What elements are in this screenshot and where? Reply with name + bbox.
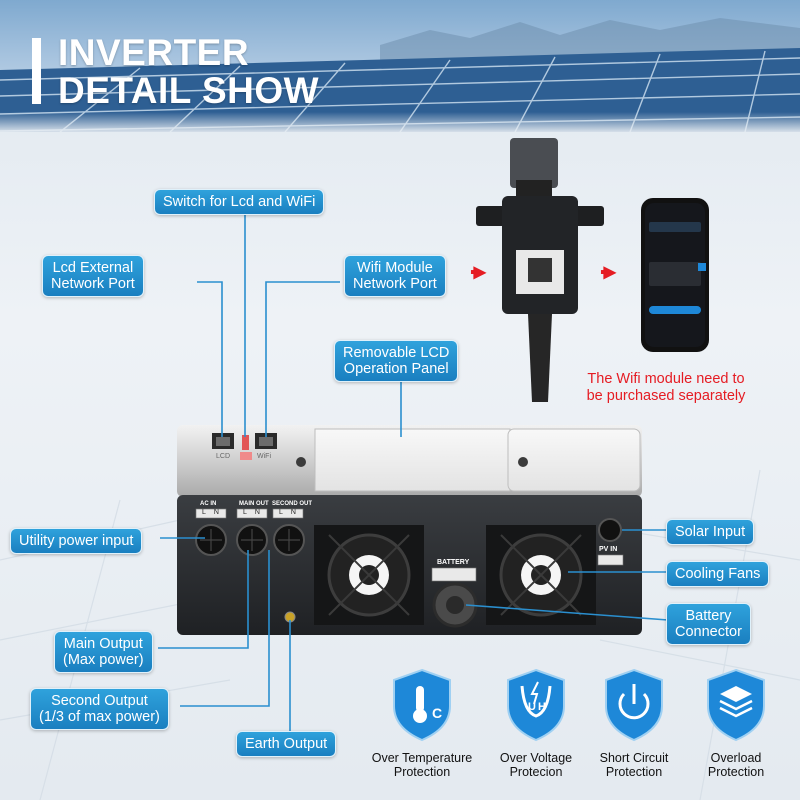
n-tag: N [290, 509, 304, 516]
main-out-ln: LN [243, 509, 268, 516]
label-text: Switch for Lcd and WiFi [163, 194, 316, 210]
wifi-purchase-note: The Wifi module need to be purchased sep… [566, 371, 766, 405]
ac-in-ln: LN [202, 509, 227, 516]
smartphone [641, 198, 709, 352]
title-line-2: DETAIL SHOW [58, 70, 320, 111]
label-text-1: Removable LCD [343, 345, 450, 361]
solar-panel-backdrop [0, 18, 800, 132]
protection-caption: Overload Protection [676, 751, 796, 779]
label-text-2: Network Port [353, 276, 437, 292]
main-out-text: MAIN OUT [239, 501, 269, 507]
protection-caption: Short Circuit Protection [574, 751, 694, 779]
caption-line-2: Protection [605, 765, 663, 779]
label-text-2: Operation Panel [343, 361, 449, 377]
l-tag: L [202, 509, 214, 516]
label-wifi-module-port: Wifi Module Network Port [344, 255, 446, 297]
lcd-tag: LCD [216, 453, 231, 460]
label-text-1: Second Output [51, 693, 148, 709]
arrow-to-module: ▪▶ [470, 264, 486, 281]
arrow-to-phone: ▪▶ [600, 264, 616, 281]
second-out-text: SECOND OUT [272, 501, 313, 507]
label-lcd-external-port: Lcd External Network Port [42, 255, 144, 297]
page-title: INVERTER DETAIL SHOW [58, 34, 319, 110]
layers-shield-icon [707, 668, 765, 742]
protection-over-voltage: U H Over Voltage Protecion [476, 668, 596, 779]
protection-over-temperature: C Over Temperature Protection [362, 668, 482, 779]
caption-line-2: Protecion [509, 765, 563, 779]
n-tag: N [254, 509, 268, 516]
label-text-2: Connector [675, 624, 742, 640]
n-tag: N [213, 509, 227, 516]
battery-text: BATTERY [437, 559, 470, 566]
caption-line-1: Over Temperature [371, 751, 473, 765]
label-text-2: (1/3 of max power) [39, 709, 160, 725]
pv-in-text: PV IN [599, 546, 618, 553]
label-text-1: Battery [685, 608, 732, 624]
pv-input [598, 518, 622, 542]
label-text-1: Lcd External [52, 260, 134, 276]
label-cooling-fans: Cooling Fans [666, 561, 770, 587]
title-line-1: INVERTER [58, 32, 250, 73]
label-solar-input: Solar Input [666, 519, 755, 545]
label-text-2: Network Port [51, 276, 135, 292]
lcd-wifi-switch [242, 435, 249, 450]
protection-caption: Over Voltage Protecion [476, 751, 596, 779]
svg-text:H: H [538, 701, 546, 713]
caption-line-1: Over Voltage [499, 751, 573, 765]
label-switch-lcd-wifi: Switch for Lcd and WiFi [154, 189, 325, 215]
ac-connectors [195, 524, 305, 556]
header-banner: INVERTER DETAIL SHOW [0, 0, 800, 132]
wifi-tag: WiFi [257, 453, 271, 460]
label-earth-output: Earth Output [236, 731, 337, 757]
label-removable-lcd: Removable LCD Operation Panel [334, 340, 459, 382]
label-battery-connector: Battery Connector [666, 603, 751, 645]
voltage-shield-icon: U H [507, 668, 565, 742]
label-utility-power-input: Utility power input [10, 528, 143, 554]
label-second-output: Second Output (1/3 of max power) [30, 688, 169, 730]
protection-caption: Over Temperature Protection [362, 751, 482, 779]
note-line-1: The Wifi module need to [587, 371, 745, 387]
svg-text:U: U [528, 701, 536, 713]
caption-line-2: Protection [707, 765, 765, 779]
power-shield-icon [605, 668, 663, 742]
label-text-1: Main Output [63, 636, 143, 652]
protection-short-circuit: Short Circuit Protection [574, 668, 694, 779]
label-text: Utility power input [19, 533, 134, 549]
l-tag: L [279, 509, 291, 516]
caption-line-2: Protection [393, 765, 451, 779]
label-text: Solar Input [675, 524, 746, 540]
svg-text:C: C [432, 705, 442, 721]
label-main-output: Main Output (Max power) [54, 631, 153, 673]
label-text: Cooling Fans [675, 566, 761, 582]
wifi-module [476, 138, 604, 402]
caption-line-1: Short Circuit [599, 751, 669, 765]
label-text-1: Wifi Module [357, 260, 433, 276]
protection-overload: Overload Protection [676, 668, 796, 779]
cooling-fan-left [314, 525, 424, 625]
title-accent-bar [32, 38, 41, 104]
ac-in-text: AC IN [200, 501, 217, 507]
caption-line-1: Overload [710, 751, 762, 765]
thermometer-shield-icon: C [393, 668, 451, 742]
l-tag: L [243, 509, 255, 516]
note-line-2: be purchased separately [586, 388, 746, 404]
label-text-2: (Max power) [63, 652, 144, 668]
label-text: Earth Output [245, 736, 328, 752]
second-out-ln: LN [279, 509, 304, 516]
